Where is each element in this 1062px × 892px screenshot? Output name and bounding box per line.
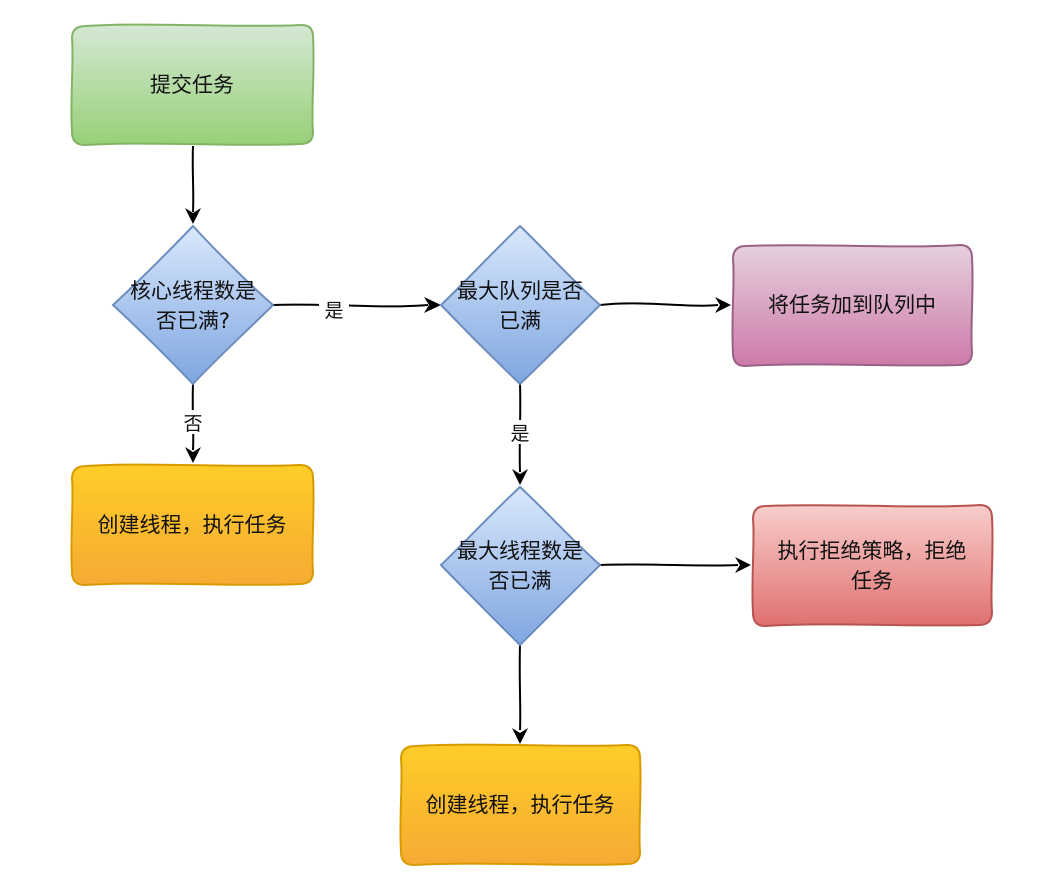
edge-submit-to-core (185, 145, 201, 224)
node-reject-task: 执行拒绝策略，拒绝 任务 (751, 503, 994, 628)
edge-label-yes: 是 (324, 300, 343, 322)
node-label-line1: 最大线程数是 (457, 539, 583, 563)
node-core-threads-full: 核心线程数是 否已满? (111, 224, 275, 386)
node-label-line2: 否已满? (156, 309, 230, 333)
arrowhead-right-icon (735, 557, 751, 573)
edge-label-no: 否 (183, 413, 202, 435)
arrowhead-down-icon (512, 728, 528, 744)
edge-max-to-reject (599, 557, 751, 573)
edge-queue-to-enqueue (599, 297, 731, 313)
node-label-line1: 核心线程数是 (130, 279, 256, 303)
node-create-thread-left: 创建线程，执行任务 (70, 463, 315, 587)
node-label-line2: 已满 (499, 309, 541, 333)
node-label: 将任务加到队列中 (768, 293, 936, 317)
edge-label-bg (180, 410, 206, 434)
edge-label-bg (507, 420, 533, 444)
arrowhead-down-icon (185, 447, 201, 463)
arrowhead-down-icon (512, 469, 528, 485)
edge-core-to-create: 否 (180, 383, 206, 463)
node-add-to-queue: 将任务加到队列中 (731, 243, 974, 368)
node-submit-task: 提交任务 (70, 23, 315, 147)
edge-queue-to-max: 是 (507, 383, 533, 485)
node-label-line1: 执行拒绝策略，拒绝 (778, 539, 967, 563)
edge-core-to-queue: 是 (272, 297, 441, 322)
node-label-line2: 任务 (851, 569, 893, 593)
node-create-thread-bottom: 创建线程，执行任务 (399, 743, 642, 867)
edge-label-yes: 是 (510, 423, 529, 445)
node-label: 创建线程，执行任务 (98, 513, 287, 537)
node-label-line2: 否已满 (489, 569, 552, 593)
node-label-line1: 最大队列是否 (457, 279, 583, 303)
arrowhead-down-icon (185, 208, 201, 224)
node-max-queue-full: 最大队列是否 已满 (439, 224, 602, 386)
node-label: 提交任务 (150, 73, 234, 97)
node-label: 创建线程，执行任务 (426, 793, 615, 817)
node-max-threads-full: 最大线程数是 否已满 (439, 485, 602, 647)
edge-max-to-create (512, 644, 528, 744)
arrowhead-right-icon (715, 297, 731, 313)
arrowhead-right-icon (424, 297, 441, 313)
edge-label-bg (319, 297, 349, 321)
